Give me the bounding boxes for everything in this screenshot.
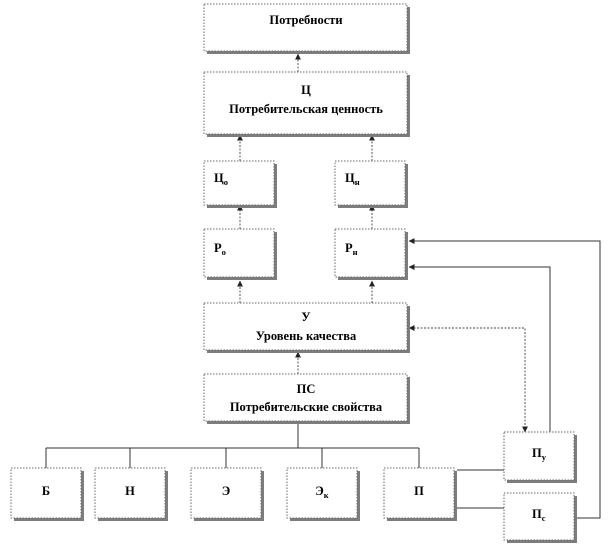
node-p-s: Пс bbox=[503, 492, 577, 543]
node-n: Н bbox=[94, 467, 168, 521]
quality-symbol: У bbox=[301, 310, 310, 324]
value-n-label: Цн bbox=[345, 171, 360, 187]
quality-title: Уровень качества bbox=[256, 329, 357, 343]
node-r-o: Ро bbox=[203, 228, 277, 280]
node-value-o: Цо bbox=[203, 160, 277, 208]
value-o-label: Цо bbox=[214, 171, 228, 187]
ek-label: Эк bbox=[315, 484, 328, 500]
node-needs: Потребности bbox=[203, 3, 410, 54]
node-e: Э bbox=[190, 467, 264, 521]
n-label: Н bbox=[125, 484, 135, 498]
value-title: Потребительская ценность bbox=[229, 102, 383, 116]
arrow-p-s-to-r-n bbox=[408, 238, 601, 519]
node-quality-level: У Уровень качества bbox=[203, 302, 410, 353]
node-p-u: Пу bbox=[503, 431, 577, 483]
arrow-p-u-to-r-n bbox=[408, 264, 551, 432]
r-n-label: Рн bbox=[345, 241, 358, 257]
p-label: П bbox=[414, 484, 424, 498]
connectors bbox=[45, 53, 601, 519]
e-label: Э bbox=[222, 484, 230, 498]
p-u-label: Пу bbox=[532, 446, 547, 462]
node-p: П bbox=[383, 467, 457, 521]
value-symbol: Ц bbox=[301, 83, 311, 97]
p-s-label: Пс bbox=[532, 507, 546, 523]
node-consumer-properties: ПС Потребительские свойства bbox=[203, 373, 410, 424]
r-o-label: Ро bbox=[214, 241, 226, 257]
props-title: Потребительские свойства bbox=[230, 400, 383, 414]
link-quality-p-u bbox=[408, 325, 528, 433]
node-value-n: Цн bbox=[334, 160, 408, 208]
needs-title: Потребности bbox=[269, 13, 342, 27]
props-symbol: ПС bbox=[297, 382, 316, 396]
node-b: Б bbox=[10, 467, 84, 521]
node-consumer-value: Ц Потребительская ценность bbox=[203, 71, 410, 137]
node-ek: Эк bbox=[286, 467, 360, 521]
node-r-n: Рн bbox=[334, 228, 408, 280]
b-label: Б bbox=[42, 484, 50, 498]
